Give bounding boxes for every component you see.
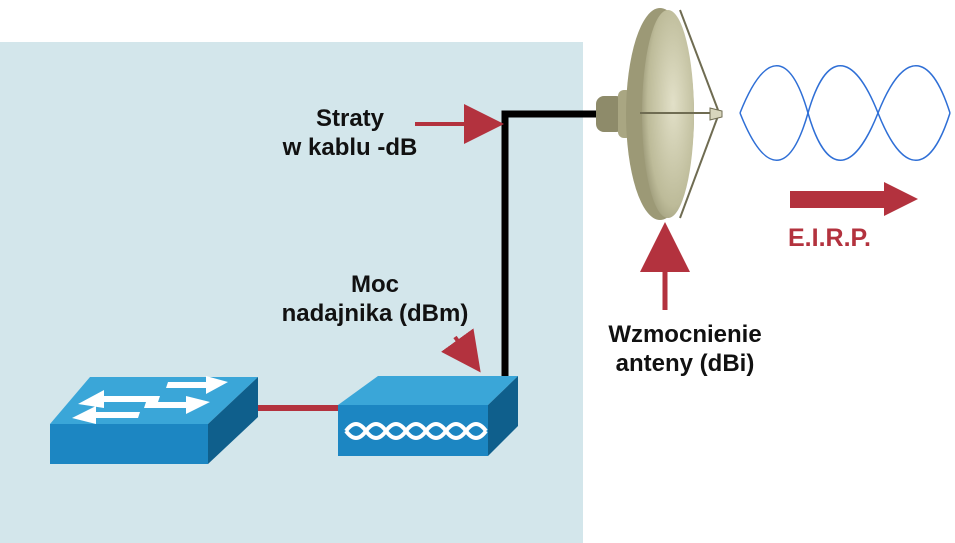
antenna-gain-label: Wzmocnienie anteny (dBi) <box>608 321 762 377</box>
transmitter-power-label: Moc nadajnika (dBm) <box>281 271 469 327</box>
switch-icon <box>50 376 258 464</box>
cable-losses-label: Straty w kablu -dB <box>282 105 418 161</box>
eirp-label: E.I.R.P. <box>788 224 871 252</box>
access-point-icon <box>338 376 518 456</box>
transmitter-power-arrow <box>441 328 481 373</box>
antenna-cable <box>501 110 600 378</box>
signal-wave-icon <box>739 65 951 161</box>
eirp-arrow <box>790 182 918 216</box>
dish-antenna-icon <box>596 8 723 220</box>
